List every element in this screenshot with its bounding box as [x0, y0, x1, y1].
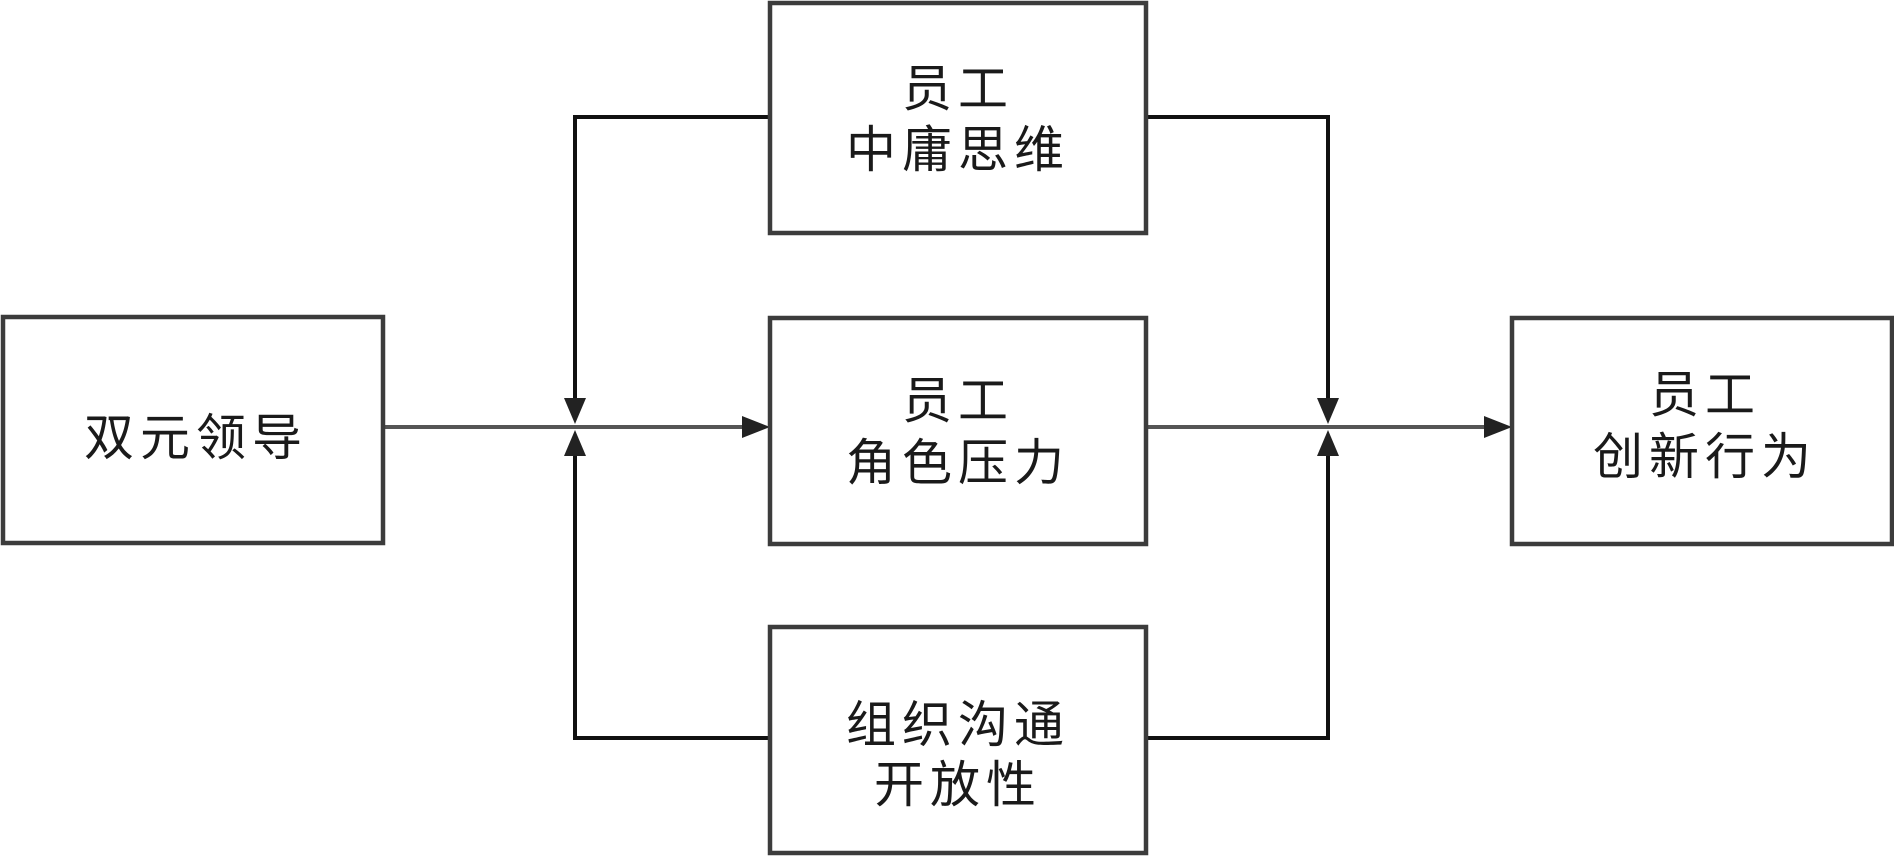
node-dual-leadership-box	[0, 314, 386, 546]
edge-zhongyong-to-right-link	[1146, 115, 1330, 404]
edge-communication-to-left-link	[573, 450, 770, 740]
node-zhongyong-thinking-box	[767, 0, 1149, 236]
node-role-stress-line-2: 角色压力	[846, 434, 1070, 492]
node-zhongyong-thinking-line-1: 员工	[902, 60, 1014, 118]
arrow-head-innovation	[1484, 416, 1512, 438]
node-role-stress-box	[767, 315, 1149, 547]
arrow-head-right-top	[1317, 398, 1339, 424]
edge-zhongyong-to-left-link	[573, 115, 770, 404]
node-innovation-behavior: 员工 创新行为	[1509, 315, 1894, 547]
node-role-stress: 员工 角色压力	[767, 315, 1149, 547]
arrow-head-right-bottom	[1317, 430, 1339, 456]
node-dual-leadership-label: 双元领导	[84, 409, 308, 467]
node-zhongyong-thinking-line-2: 中庸思维	[846, 121, 1070, 179]
node-dual-leadership: 双元领导	[0, 314, 386, 546]
node-communication-openness: 组织沟通 开放性	[767, 624, 1149, 856]
node-zhongyong-thinking: 员工 中庸思维	[767, 0, 1149, 236]
arrow-head-left-bottom	[564, 430, 586, 456]
node-communication-openness-box	[767, 624, 1149, 856]
node-innovation-behavior-box	[1509, 315, 1894, 547]
node-communication-openness-line-1: 组织沟通	[846, 696, 1070, 754]
node-role-stress-line-1: 员工	[902, 372, 1014, 430]
node-innovation-behavior-line-2: 创新行为	[1593, 428, 1817, 486]
node-innovation-behavior-line-1: 员工	[1649, 366, 1761, 424]
connectors	[383, 115, 1512, 740]
node-communication-openness-line-2: 开放性	[874, 756, 1042, 814]
edge-communication-to-right-link	[1146, 450, 1330, 740]
arrow-head-left-top	[564, 398, 586, 424]
arrow-head-role-stress	[742, 416, 770, 438]
